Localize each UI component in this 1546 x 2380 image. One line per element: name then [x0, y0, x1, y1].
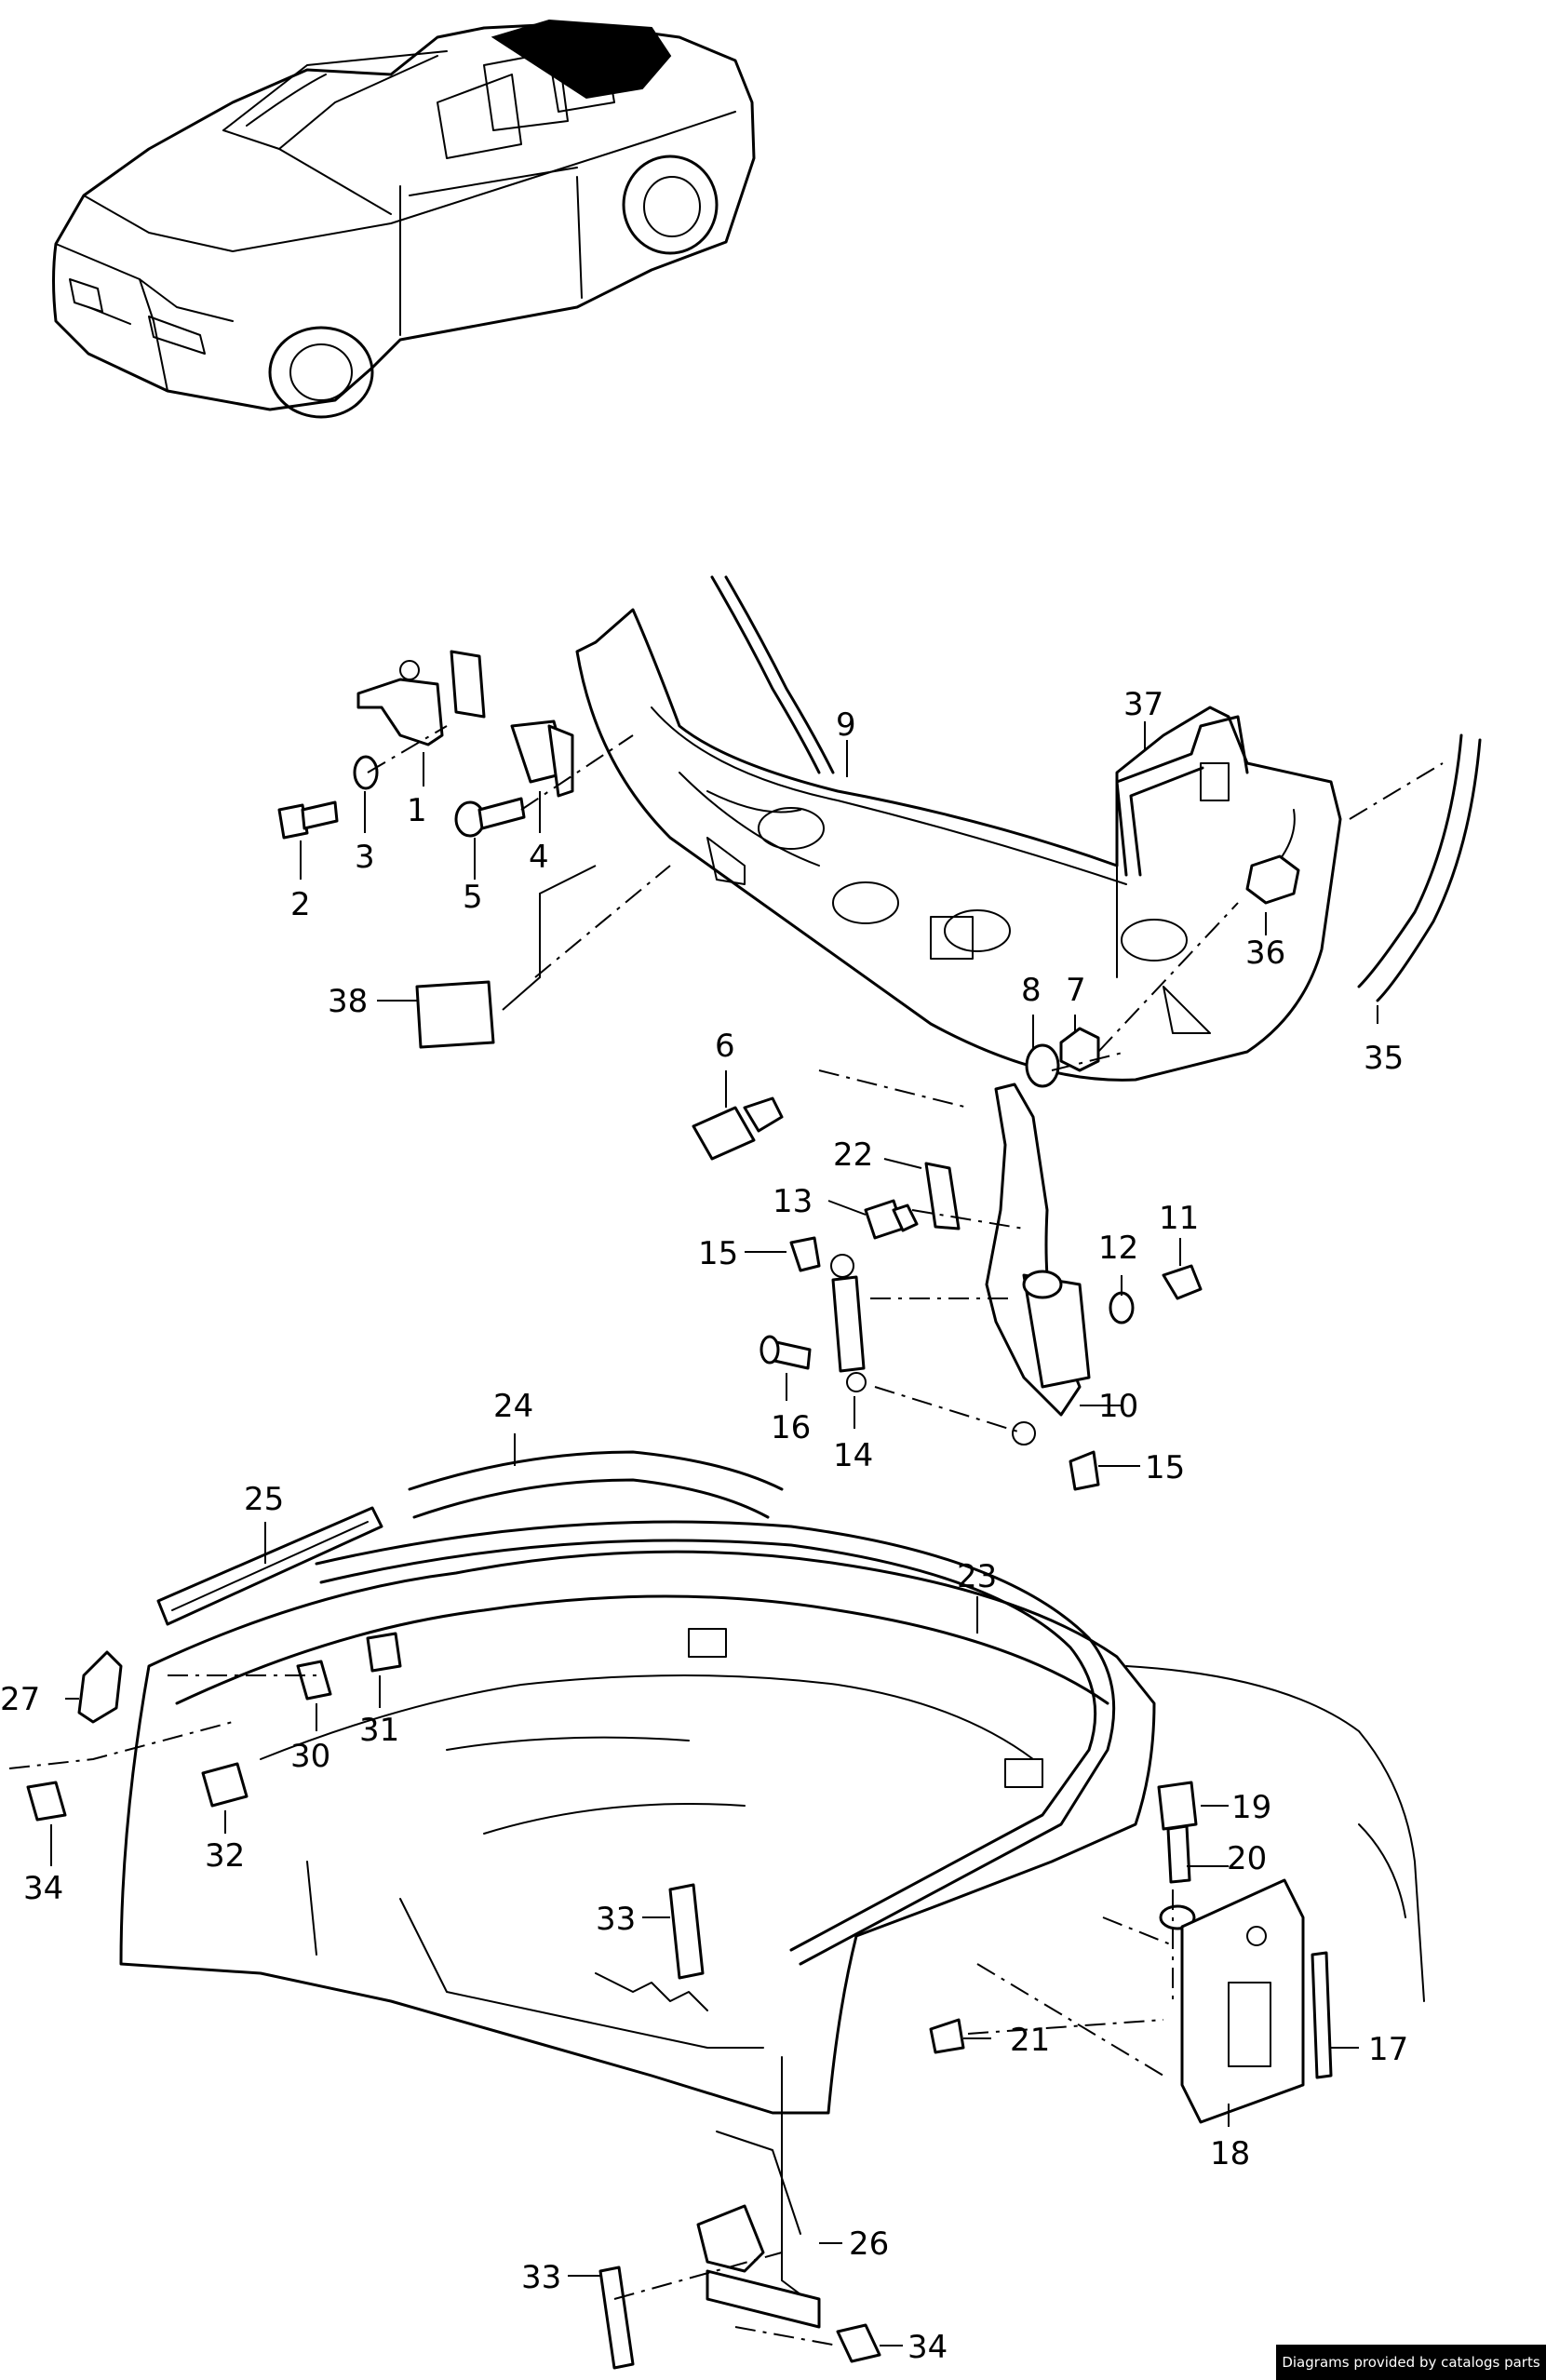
callout-35: 35	[1364, 1040, 1404, 1077]
side-seal-strip	[1357, 733, 1482, 1002]
callout-16: 16	[771, 1409, 811, 1446]
callout-15-upper: 15	[698, 1235, 738, 1272]
clip-31	[366, 1632, 402, 1673]
callout-14: 14	[833, 1437, 873, 1474]
callout-22: 22	[833, 1136, 873, 1174]
callout-33-center: 33	[596, 1901, 636, 1938]
seal-strip-23	[315, 1520, 1116, 1966]
callout-13: 13	[773, 1183, 813, 1220]
diagram-credit: Diagrams provided by catalogs parts	[1276, 2345, 1546, 2380]
callout-9: 9	[836, 706, 856, 744]
callout-17: 17	[1368, 2031, 1408, 2068]
plate-22	[924, 1162, 961, 1230]
callout-31: 31	[359, 1712, 399, 1749]
callout-3: 3	[355, 839, 375, 876]
callout-11: 11	[1159, 1200, 1199, 1237]
panel-bracket-37	[1115, 715, 1249, 877]
callout-34-lower: 34	[907, 2329, 948, 2366]
leader-lines	[50, 721, 1378, 2346]
nut-7	[1059, 1027, 1100, 1072]
strip-17	[1311, 1951, 1333, 2079]
callout-33-lower: 33	[521, 2259, 561, 2296]
callout-19: 19	[1231, 1789, 1271, 1826]
callout-7: 7	[1066, 972, 1086, 1009]
bracket-18	[1180, 1878, 1305, 2124]
callout-37: 37	[1123, 686, 1163, 723]
screw-5	[454, 797, 526, 838]
callout-36: 36	[1245, 935, 1285, 972]
clip-33-center	[668, 1883, 705, 1980]
bump-stop-6	[692, 1096, 784, 1161]
callout-26: 26	[849, 2225, 889, 2263]
convertible-car-illustration	[52, 19, 756, 419]
callout-25: 25	[244, 1481, 284, 1518]
callout-30: 30	[290, 1738, 330, 1775]
nut-36	[1245, 854, 1300, 905]
rear-trim-panel	[575, 608, 1342, 1082]
callout-1: 1	[407, 792, 427, 829]
bracket-26	[696, 2204, 821, 2329]
callout-10: 10	[1098, 1388, 1138, 1425]
washer-3	[353, 755, 379, 790]
stop-32	[201, 1762, 249, 1808]
bolt-19	[1157, 1781, 1198, 1884]
panel-seal-strip	[710, 575, 835, 774]
clip-21	[929, 2018, 965, 2054]
plug-30	[296, 1660, 332, 1701]
callout-5: 5	[463, 879, 483, 916]
clip-15-lower	[1069, 1450, 1100, 1491]
callout-32: 32	[205, 1837, 245, 1875]
callout-24: 24	[493, 1388, 533, 1425]
seal-strip-24	[408, 1450, 784, 1519]
callout-2: 2	[290, 886, 311, 923]
callout-15-lower: 15	[1145, 1449, 1185, 1486]
callout-20: 20	[1227, 1840, 1267, 1877]
callout-27: 27	[0, 1681, 40, 1718]
callout-38: 38	[328, 983, 368, 1020]
bolt-11	[1162, 1264, 1203, 1300]
hinge-1	[356, 660, 444, 746]
clip-34-lower	[836, 2323, 881, 2363]
washer-8	[1025, 1043, 1060, 1088]
bracket-4	[510, 719, 574, 798]
washer-12	[1109, 1291, 1135, 1324]
assembly-lines	[8, 725, 1444, 2346]
callout-23: 23	[957, 1558, 997, 1595]
callout-12: 12	[1098, 1230, 1138, 1267]
bracket-27	[77, 1650, 123, 1724]
bolt-13	[864, 1199, 919, 1240]
top-compartment-body	[119, 1550, 1425, 2309]
callout-4: 4	[529, 839, 549, 876]
callout-6: 6	[715, 1028, 735, 1065]
callout-labels: 1 2 3 4 5 6 7 8 9 10 11 12 13 14 15 15 1…	[0, 686, 1408, 2366]
gas-spring-14	[830, 1254, 867, 1392]
callout-21: 21	[1010, 2022, 1050, 2059]
bolt-2	[277, 800, 339, 840]
washer-20	[1159, 1904, 1196, 1930]
hinge-arm-10	[985, 1082, 1091, 1445]
plate-1-bracket	[450, 650, 486, 719]
label-38	[415, 980, 495, 1049]
rail-25	[156, 1506, 383, 1626]
callout-34-left: 34	[23, 1870, 63, 1907]
clip-33-lower	[598, 2266, 635, 2370]
pin-16	[760, 1335, 812, 1370]
clip-15-upper	[789, 1236, 821, 1272]
clip-34-left	[26, 1781, 67, 1822]
callout-18: 18	[1210, 2135, 1250, 2172]
callout-8: 8	[1021, 972, 1042, 1009]
